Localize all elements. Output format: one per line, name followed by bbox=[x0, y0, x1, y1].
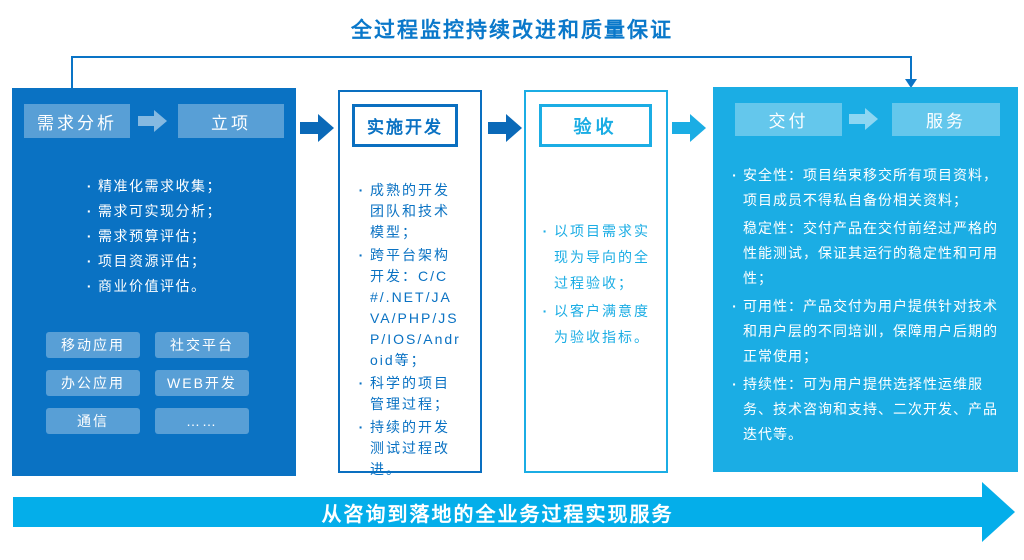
tag-mobile-app: 移动应用 bbox=[46, 332, 140, 358]
list-item: 项目资源评估； bbox=[82, 249, 222, 274]
stage-panel-requirements: 需求分析 立项 精准化需求收集； 需求可实现分析； 需求预算评估； 项目资源评估… bbox=[12, 88, 296, 476]
app-type-tags: 移动应用 社交平台 办公应用 WEB开发 通信 …… bbox=[46, 332, 249, 434]
list-item: 跨平台架构开发：C/C#/.NET/JAVA/PHP/JSP/IOS/Andro… bbox=[354, 245, 462, 371]
list-item: 以项目需求实现为导向的全过程验收； bbox=[538, 218, 651, 296]
flow-arrow-icon bbox=[672, 114, 706, 142]
monitor-bracket-line bbox=[71, 56, 912, 58]
stage-panel-acceptance: 验收 以项目需求实现为导向的全过程验收； 以客户满意度为验收指标。 bbox=[524, 90, 668, 473]
list-item: 安全性：项目结束移交所有项目资料，项目成员不得私自备份相关资料； bbox=[727, 163, 1001, 213]
stage-label-service: 服务 bbox=[892, 103, 1000, 136]
tag-web-dev: WEB开发 bbox=[155, 370, 249, 396]
stage-panel-delivery: 交付 服务 安全性：项目结束移交所有项目资料，项目成员不得私自备份相关资料； 稳… bbox=[713, 87, 1018, 472]
right-arrow-icon bbox=[138, 110, 167, 132]
flow-arrow-icon bbox=[300, 114, 334, 142]
list-item: 成熟的开发团队和技术模型； bbox=[354, 180, 462, 243]
list-item: 商业价值评估。 bbox=[82, 274, 222, 299]
tag-communication: 通信 bbox=[46, 408, 140, 434]
tag-office-app: 办公应用 bbox=[46, 370, 140, 396]
list-item: 以客户满意度为验收指标。 bbox=[538, 298, 651, 350]
list-item: 可用性：产品交付为用户提供针对技术和用户层的不同培训，保障用户后期的正常使用； bbox=[727, 294, 1001, 369]
bottom-banner-arrow: 从咨询到落地的全业务过程实现服务 bbox=[13, 497, 982, 527]
acceptance-bullet-list: 以项目需求实现为导向的全过程验收； 以客户满意度为验收指标。 bbox=[538, 218, 651, 352]
monitor-bracket-left-drop bbox=[71, 56, 73, 88]
monitor-bracket-right-drop bbox=[910, 56, 912, 80]
list-item: 持续性：可为用户提供选择性运维服务、技术咨询和支持、二次开发、产品迭代等。 bbox=[727, 372, 1001, 447]
list-item: 稳定性：交付产品在交付前经过严格的性能测试，保证其运行的稳定性和可用性； bbox=[743, 220, 998, 286]
stage-panel-development: 实施开发 成熟的开发团队和技术模型； 跨平台架构开发：C/C#/.NET/JAV… bbox=[338, 90, 482, 477]
list-item: 需求预算评估； bbox=[82, 224, 222, 249]
delivery-bullet-list: 安全性：项目结束移交所有项目资料，项目成员不得私自备份相关资料； 稳定性：交付产… bbox=[727, 163, 1001, 450]
tag-social-platform: 社交平台 bbox=[155, 332, 249, 358]
flow-arrow-icon bbox=[488, 114, 522, 142]
bottom-banner-arrowhead-icon bbox=[982, 482, 1015, 542]
list-item: 持续的开发测试过程改进。 bbox=[354, 417, 462, 480]
stage-label-delivery: 交付 bbox=[735, 103, 842, 136]
diagram-title: 全过程监控持续改进和质量保证 bbox=[351, 19, 673, 42]
list-item: 科学的项目管理过程； bbox=[354, 373, 462, 415]
stage-label-requirements: 需求分析 bbox=[24, 104, 130, 138]
development-bullet-list: 成熟的开发团队和技术模型； 跨平台架构开发：C/C#/.NET/JAVA/PHP… bbox=[354, 180, 462, 482]
list-item: 精准化需求收集； bbox=[82, 174, 222, 199]
bottom-banner-text: 从咨询到落地的全业务过程实现服务 bbox=[321, 503, 674, 526]
stage-label-initiation: 立项 bbox=[178, 104, 284, 138]
tag-ellipsis: …… bbox=[155, 408, 249, 434]
stage-label-development: 实施开发 bbox=[352, 104, 458, 147]
right-arrow-icon bbox=[849, 108, 878, 130]
stage-label-acceptance: 验收 bbox=[539, 104, 652, 147]
requirements-bullet-list: 精准化需求收集； 需求可实现分析； 需求预算评估； 项目资源评估； 商业价值评估… bbox=[82, 174, 222, 299]
down-arrow-icon bbox=[905, 79, 917, 88]
list-item: 需求可实现分析； bbox=[82, 199, 222, 224]
